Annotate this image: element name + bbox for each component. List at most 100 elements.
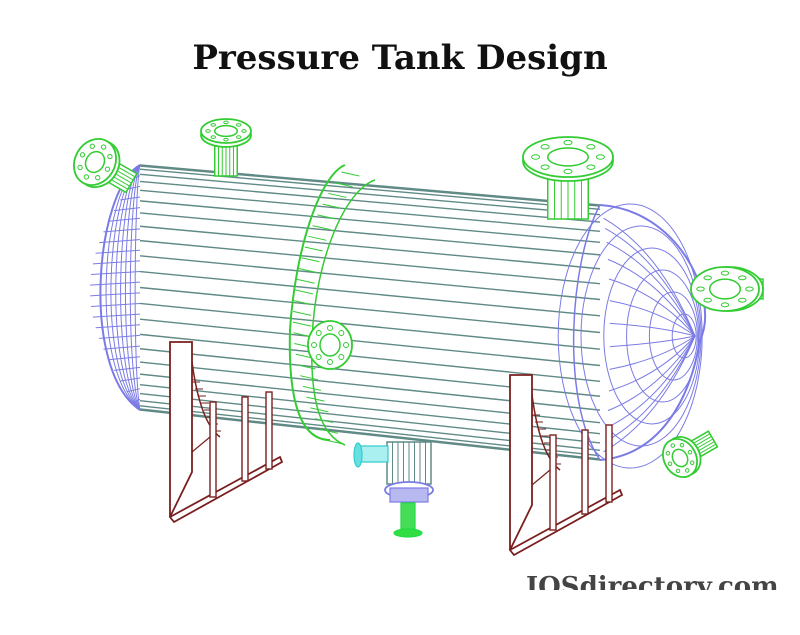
- left-cap-parallel: [103, 345, 141, 350]
- left-cap-parallel: [90, 281, 141, 286]
- ring-rib: [312, 225, 331, 231]
- right-cap-meridian: [603, 217, 696, 337]
- left-cap-parallel: [92, 260, 141, 265]
- shell-line: [139, 189, 601, 233]
- left-cap-parallel: [120, 377, 141, 382]
- page-title: Pressure Tank Design: [192, 38, 608, 78]
- left-cap-parallel: [92, 313, 141, 318]
- shell-line: [139, 225, 601, 270]
- manway-bolt: [338, 329, 345, 336]
- shell-line: [139, 270, 601, 317]
- left-cap-parallel: [126, 388, 141, 393]
- right-cap-meridian: [607, 258, 696, 337]
- nozzle-left-end: [73, 138, 138, 194]
- right-cap-meridian: [609, 300, 696, 337]
- left-cap-parallel: [108, 356, 141, 361]
- manway-bolt: [311, 342, 317, 348]
- left-cap-parallel: [95, 249, 141, 254]
- ring-rib: [322, 203, 341, 209]
- left-cap-parallel: [113, 207, 141, 212]
- saddle-support-left: [168, 341, 284, 524]
- shell-line: [139, 333, 601, 382]
- ring-rib: [328, 192, 347, 198]
- left-cap-parallel: [99, 239, 141, 244]
- nozzle-top-right: [522, 136, 614, 220]
- nozzle-top-left: [200, 118, 252, 177]
- left-cap-meridian: [134, 164, 141, 411]
- right-cap-meridian: [604, 227, 696, 337]
- shell-line: [139, 173, 601, 216]
- ring-rib: [314, 418, 334, 424]
- ring-rib: [297, 364, 316, 370]
- right-cap-parallel: [603, 247, 701, 425]
- right-cap-parallel: [671, 313, 697, 359]
- left-cap-parallel: [108, 217, 141, 222]
- right-cap-parallel: [626, 269, 700, 403]
- left-cap-meridian: [129, 164, 141, 411]
- left-cap-parallel: [113, 366, 141, 371]
- side-valve-flange: [353, 442, 363, 468]
- right-cap-meridian: [607, 335, 696, 412]
- right-cap-meridian: [606, 241, 696, 337]
- left-cap-parallel: [95, 324, 141, 329]
- left-cap-parallel: [91, 271, 141, 276]
- left-cap-parallel: [90, 292, 141, 297]
- side-manway: [307, 320, 353, 370]
- nozzle-bottom-right: [662, 430, 719, 478]
- ring-outer: [288, 164, 346, 441]
- ring-rib: [317, 214, 336, 220]
- ring-rib: [299, 375, 319, 381]
- nozzle-right-end: [690, 266, 764, 312]
- ring-rib: [293, 300, 312, 306]
- manway-bolt: [343, 342, 349, 348]
- right-cap-parallel: [557, 203, 703, 469]
- right-cap-meridian: [606, 335, 696, 429]
- shell-line: [139, 200, 601, 244]
- ring-rib: [304, 246, 323, 252]
- manway-bore: [319, 333, 341, 357]
- left-cap-parallel: [103, 228, 141, 233]
- left-cap-parallel: [91, 302, 141, 307]
- manway-bolt: [315, 329, 322, 336]
- right-cap-meridian: [603, 335, 696, 453]
- drain-outlet-flange: [393, 528, 423, 538]
- shell-line: [139, 286, 601, 334]
- ring-rib: [310, 407, 329, 413]
- right-cap-parallel: [580, 225, 702, 447]
- saddle-supports: [168, 341, 624, 557]
- manway-bolt: [327, 359, 333, 365]
- side-valve-pipe: [359, 445, 389, 463]
- top-nozzles: [73, 118, 764, 478]
- ring-rib: [325, 439, 344, 445]
- ring-rib: [293, 310, 312, 316]
- right-cap-parallel: [648, 291, 698, 381]
- ring-rib: [334, 182, 353, 188]
- shell-line: [139, 302, 601, 350]
- ring-rib: [298, 267, 317, 273]
- right-cap-meridian: [608, 278, 696, 337]
- drain-body: [389, 487, 429, 503]
- right-cap-meridian: [609, 335, 696, 348]
- shell-line: [139, 212, 601, 256]
- ring-rib: [308, 235, 327, 241]
- manway-bolt: [338, 354, 345, 361]
- right-cap-meridian: [609, 322, 696, 337]
- left-cap-parallel: [120, 196, 141, 201]
- ring-rib: [294, 289, 314, 295]
- shell-line: [139, 168, 601, 211]
- right-cap-meridian: [608, 335, 696, 392]
- ring-rib: [319, 428, 339, 434]
- ring-rib: [296, 278, 315, 284]
- left-end-cap: [90, 164, 141, 411]
- right-end-cap: [557, 203, 706, 469]
- ring-rib: [306, 396, 325, 402]
- watermark-logo: IQSdirectory.com: [526, 572, 779, 590]
- ring-rib: [301, 257, 320, 263]
- manway-bolt: [327, 325, 333, 331]
- left-cap-parallel: [132, 398, 141, 403]
- left-cap-meridian: [125, 164, 141, 411]
- ring-rib: [341, 171, 360, 177]
- right-cap-meridian: [609, 335, 696, 370]
- manway-bolt: [315, 354, 322, 361]
